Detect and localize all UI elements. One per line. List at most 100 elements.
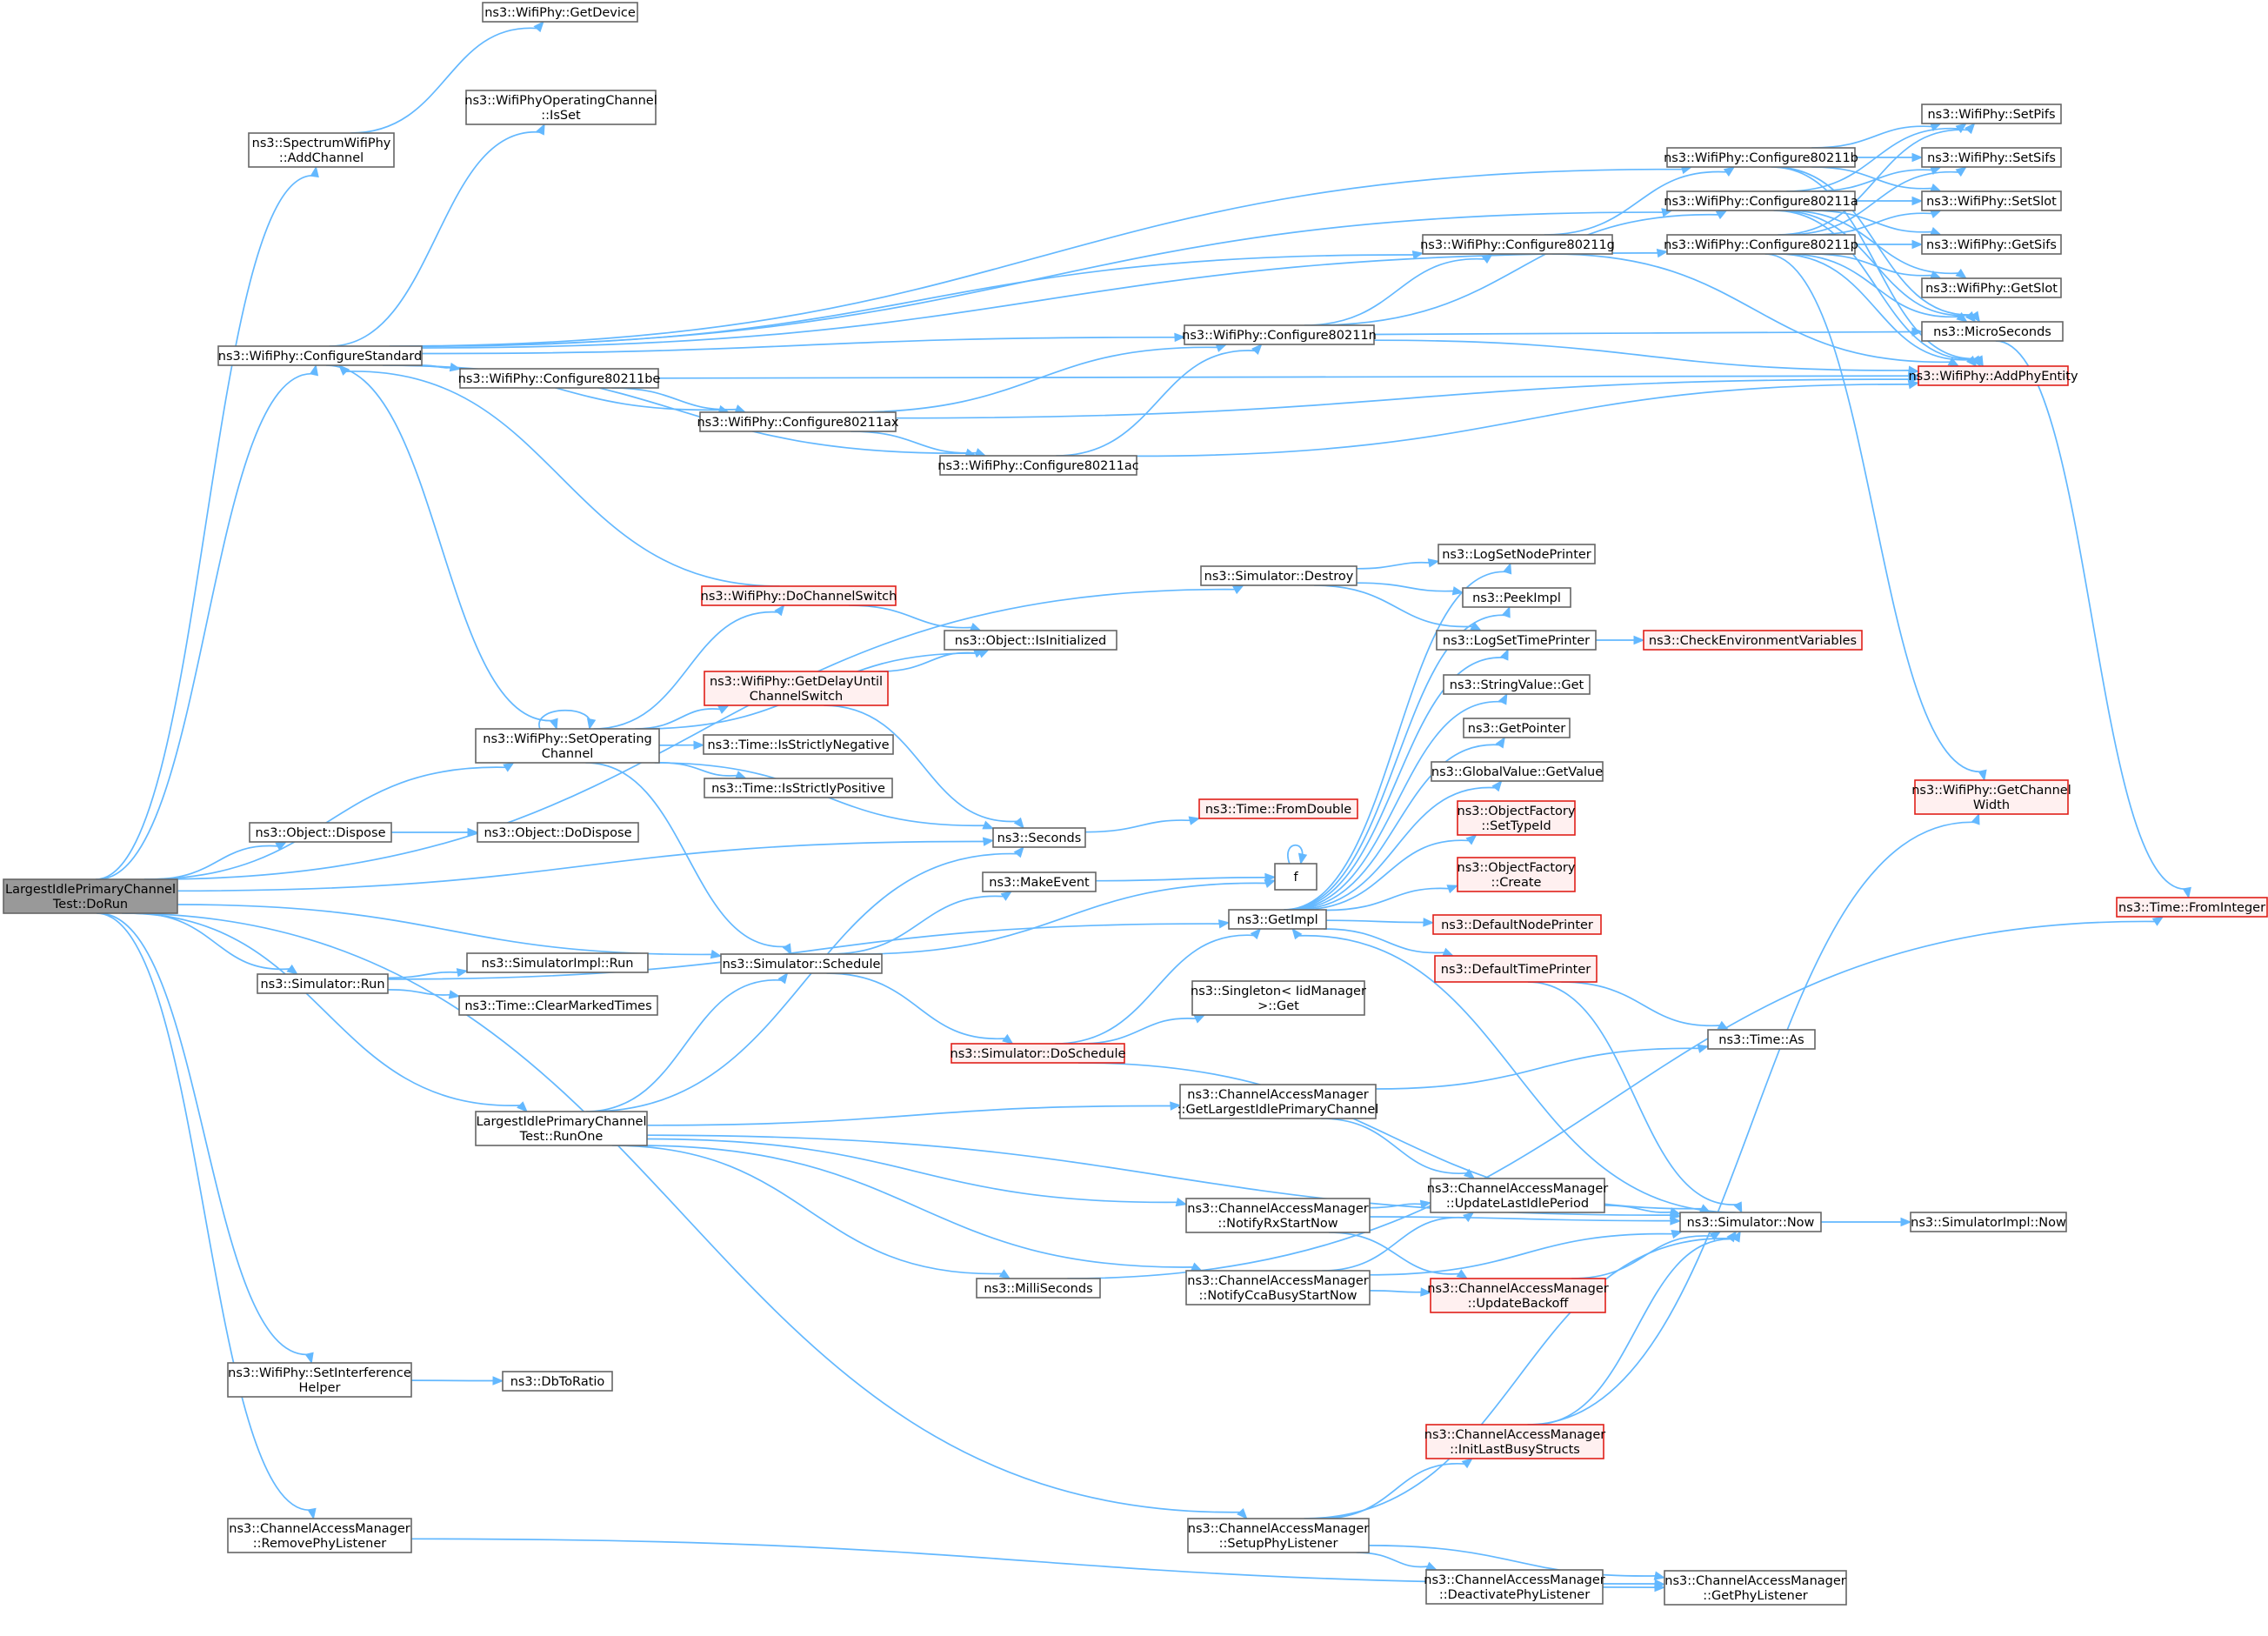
node-box[interactable] — [1666, 147, 1856, 168]
node-simimplrun[interactable]: ns3::SimulatorImpl::Run — [466, 952, 649, 973]
node-box[interactable] — [1443, 674, 1591, 695]
node-box[interactable] — [1432, 914, 1602, 935]
node-notifycca[interactable]: ns3::ChannelAccessManager::NotifyCcaBusy… — [1185, 1270, 1371, 1305]
node-box[interactable] — [1184, 324, 1375, 345]
node-box[interactable] — [475, 1111, 648, 1146]
node-box[interactable] — [944, 630, 1117, 651]
node-c11n[interactable]: ns3::WifiPhy::Configure80211n — [1182, 324, 1377, 345]
node-getslot[interactable]: ns3::WifiPhy::GetSlot — [1921, 277, 2062, 298]
node-setslot[interactable]: ns3::WifiPhy::SetSlot — [1921, 190, 2062, 211]
node-c11a[interactable]: ns3::WifiPhy::Configure80211a — [1664, 190, 1858, 211]
node-logsetnode[interactable]: ns3::LogSetNodePrinter — [1438, 544, 1596, 564]
node-box[interactable] — [465, 90, 657, 125]
node-getdevice[interactable]: ns3::WifiPhy::GetDevice — [482, 2, 638, 23]
node-box[interactable] — [1179, 1084, 1377, 1119]
node-box[interactable] — [1185, 1270, 1371, 1305]
node-box[interactable] — [475, 728, 660, 764]
node-f[interactable]: f — [1274, 863, 1317, 891]
node-strget[interactable]: ns3::StringValue::Get — [1443, 674, 1591, 695]
node-simimplnow[interactable]: ns3::SimulatorImpl::Now — [1910, 1212, 2067, 1232]
node-box[interactable] — [1666, 234, 1856, 255]
node-box[interactable] — [1436, 630, 1597, 651]
node-box[interactable] — [704, 778, 893, 798]
node-logsettime[interactable]: ns3::LogSetTimePrinter — [1436, 630, 1597, 651]
node-box[interactable] — [701, 585, 897, 606]
node-destroy[interactable]: ns3::Simulator::Destroy — [1200, 565, 1357, 586]
node-box[interactable] — [976, 1278, 1101, 1299]
node-box[interactable] — [1664, 1570, 1847, 1606]
node-makeevent[interactable]: ns3::MakeEvent — [982, 871, 1097, 892]
node-dodispose[interactable]: ns3::Object::DoDispose — [477, 822, 639, 843]
node-strpos[interactable]: ns3::Time::IsStrictlyPositive — [704, 778, 893, 798]
node-box[interactable] — [704, 671, 889, 706]
node-box[interactable] — [1707, 1029, 1816, 1050]
node-box[interactable] — [1918, 365, 2069, 386]
node-simrun[interactable]: ns3::Simulator::Run — [257, 973, 389, 994]
node-box[interactable] — [703, 734, 894, 755]
node-box[interactable] — [248, 132, 395, 168]
node-fromint[interactable]: ns3::Time::FromInteger — [2116, 897, 2268, 918]
node-dochsw[interactable]: ns3::WifiPhy::DoChannelSwitch — [701, 585, 897, 606]
node-doschedule[interactable]: ns3::Simulator::DoSchedule — [951, 1043, 1126, 1064]
node-initlast[interactable]: ns3::ChannelAccessManager::InitLastBusyS… — [1424, 1424, 1606, 1459]
node-micro[interactable]: ns3::MicroSeconds — [1921, 321, 2064, 342]
node-getimpl[interactable]: ns3::GetImpl — [1228, 909, 1327, 930]
node-fromdouble[interactable]: ns3::Time::FromDouble — [1198, 798, 1358, 819]
node-box[interactable] — [1430, 1278, 1606, 1313]
node-box[interactable] — [982, 871, 1097, 892]
node-box[interactable] — [699, 411, 897, 432]
node-dispose[interactable]: ns3::Object::Dispose — [249, 822, 392, 843]
node-box[interactable] — [1666, 190, 1856, 211]
node-defnode[interactable]: ns3::DefaultNodePrinter — [1432, 914, 1602, 935]
node-updbackoff[interactable]: ns3::ChannelAccessManager::UpdateBackoff — [1427, 1278, 1609, 1313]
node-box[interactable] — [1463, 718, 1571, 738]
node-box[interactable] — [1921, 321, 2064, 342]
node-box[interactable] — [482, 2, 638, 23]
node-box[interactable] — [477, 822, 639, 843]
node-box[interactable] — [1679, 1212, 1822, 1232]
node-box[interactable] — [1457, 857, 1576, 892]
node-gvgetval[interactable]: ns3::GlobalValue::GetValue — [1431, 761, 1604, 782]
node-c11ac[interactable]: ns3::WifiPhy::Configure80211ac — [937, 455, 1139, 476]
node-box[interactable] — [1228, 909, 1327, 930]
node-box[interactable] — [1425, 1569, 1604, 1605]
node-box[interactable] — [1914, 779, 2069, 815]
node-configstd[interactable]: ns3::WifiPhy::ConfigureStandard — [217, 345, 423, 366]
node-removephy[interactable]: ns3::ChannelAccessManager::RemovePhyList… — [227, 1518, 412, 1553]
node-timeas[interactable]: ns3::Time::As — [1707, 1029, 1816, 1050]
node-deftime[interactable]: ns3::DefaultTimePrinter — [1434, 955, 1598, 983]
node-box[interactable] — [1198, 798, 1358, 819]
node-box[interactable] — [3, 878, 178, 914]
node-getlargest[interactable]: ns3::ChannelAccessManager::GetLargestIdl… — [1177, 1084, 1379, 1119]
node-box[interactable] — [1643, 630, 1863, 651]
node-box[interactable] — [1185, 1198, 1371, 1233]
node-clearmarked[interactable]: ns3::Time::ClearMarkedTimes — [458, 995, 658, 1016]
node-box[interactable] — [217, 345, 423, 366]
node-box[interactable] — [720, 953, 883, 974]
node-seconds[interactable]: ns3::Seconds — [992, 827, 1086, 848]
node-box[interactable] — [1431, 761, 1604, 782]
node-setpifs[interactable]: ns3::WifiPhy::SetPifs — [1921, 104, 2062, 124]
node-c11g[interactable]: ns3::WifiPhy::Configure80211g — [1420, 234, 1615, 255]
node-box[interactable] — [1921, 147, 2062, 168]
node-box[interactable] — [1274, 863, 1317, 891]
node-box[interactable] — [1200, 565, 1357, 586]
node-isset[interactable]: ns3::WifiPhyOperatingChannel::IsSet — [464, 90, 657, 125]
node-box[interactable] — [2116, 897, 2268, 918]
node-box[interactable] — [249, 822, 392, 843]
node-box[interactable] — [1462, 587, 1571, 608]
node-c11be[interactable]: ns3::WifiPhy::Configure80211be — [458, 368, 661, 389]
node-simnow[interactable]: ns3::Simulator::Now — [1679, 1212, 1822, 1232]
node-isinit[interactable]: ns3::Object::IsInitialized — [944, 630, 1117, 651]
node-c11p[interactable]: ns3::WifiPhy::Configure80211p — [1664, 234, 1858, 255]
node-getptr[interactable]: ns3::GetPointer — [1463, 718, 1571, 738]
node-box[interactable] — [1921, 234, 2062, 255]
node-dbtoratio[interactable]: ns3::DbToRatio — [502, 1371, 613, 1392]
node-addchannel[interactable]: ns3::SpectrumWifiPhy::AddChannel — [248, 132, 395, 168]
node-getsifs[interactable]: ns3::WifiPhy::GetSifs — [1921, 234, 2062, 255]
